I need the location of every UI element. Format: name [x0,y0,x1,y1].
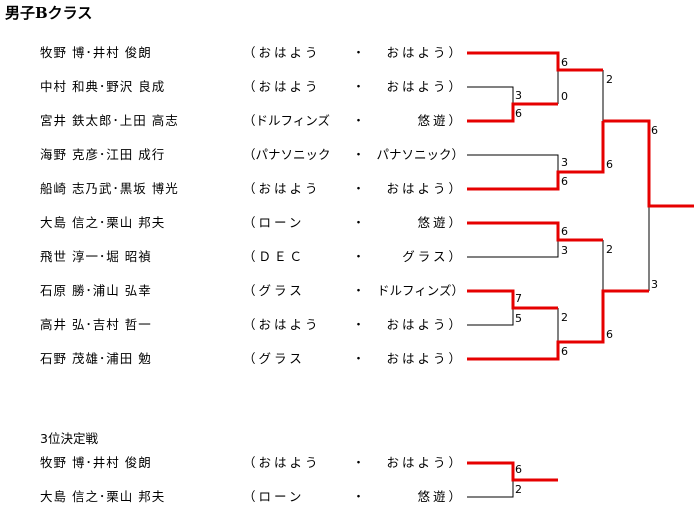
entry-row: 石原 勝･浦山 弘幸 （グラス ・ドルフィンズ） [0,281,470,301]
score: 2 [561,311,568,324]
player-names: 宮井 鉄太郎･上田 高志 [40,113,179,128]
page-title: 男子Bクラス [5,4,93,22]
club-2: 悠遊） [417,113,464,128]
club-2: おはよう） [386,181,464,196]
club-1: （ドルフィンズ [243,113,331,128]
score: 3 [561,156,568,169]
score: 6 [561,345,568,358]
player-names: 大島 信之･栗山 邦夫 [40,489,166,504]
club-1: （グラス [243,351,305,366]
player-names: 中村 和典･野沢 良成 [40,79,166,94]
entry-row: 石野 茂雄･浦田 勉 （グラス ・ おはよう） [0,349,470,369]
club-2: おはよう） [386,455,464,470]
entry-row: 宮井 鉄太郎･上田 高志 （ドルフィンズ ・ 悠遊） [0,111,470,131]
score: 6 [561,175,568,188]
club-1: （おはよう [243,45,321,60]
club-1: （ローン [243,489,305,504]
club-2: 悠遊） [417,489,464,504]
club-separator: ・ [352,283,365,298]
entry-row: 牧野 博･井村 俊朗 （おはよう ・ おはよう） [0,43,470,63]
club-2: グラス） [402,249,464,264]
entry-row: 中村 和典･野沢 良成 （おはよう ・ おはよう） [0,77,470,97]
club-separator: ・ [352,489,365,504]
club-1: （おはよう [243,181,321,196]
final-score: 6 [651,124,658,137]
club-2: おはよう） [386,351,464,366]
club-2: パナソニック） [376,147,464,162]
player-names: 飛世 淳一･堀 昭禎 [40,249,152,264]
club-separator: ・ [352,147,365,162]
club-2: 悠遊） [417,215,464,230]
score: 6 [606,158,613,171]
player-names: 大島 信之･栗山 邦夫 [40,215,166,230]
entry-row: 大島 信之･栗山 邦夫 （ローン ・ 悠遊） [0,213,470,233]
score: 6 [515,107,522,120]
club-2: ドルフィンズ） [376,283,464,298]
club-2: おはよう） [386,45,464,60]
club-1: （おはよう [243,79,321,94]
score: 3 [515,89,522,102]
player-names: 高井 弘･吉村 哲一 [40,317,152,332]
club-separator: ・ [352,45,365,60]
score: 3 [561,244,568,257]
club-separator: ・ [352,351,365,366]
final-score: 3 [651,278,658,291]
score: 6 [561,225,568,238]
entry-row: 大島 信之･栗山 邦夫 （ローン ・ 悠遊） [0,487,470,507]
winner-lines [467,51,694,482]
third-place-label: 3位決定戦 [40,431,98,446]
club-1: （おはよう [243,317,321,332]
player-names: 石野 茂雄･浦田 勉 [40,351,152,366]
score: 0 [561,90,568,103]
player-names: 海野 克彦･江田 成行 [40,147,166,162]
third-place-score: 2 [515,483,522,496]
club-separator: ・ [352,79,365,94]
score: 2 [606,243,613,256]
club-separator: ・ [352,215,365,230]
club-2: おはよう） [386,79,464,94]
score: 6 [606,328,613,341]
club-separator: ・ [352,455,365,470]
club-1: （ローン [243,215,305,230]
club-separator: ・ [352,317,365,332]
entry-row: 海野 克彦･江田 成行 （パナソニック ・パナソニック） [0,145,470,165]
club-1: （おはよう [243,455,321,470]
club-1: （パナソニック [243,147,331,162]
club-1: （グラス [243,283,305,298]
score: 6 [561,56,568,69]
entry-row: 飛世 淳一･堀 昭禎 （ＤＥＣ ・ グラス） [0,247,470,267]
club-1: （ＤＥＣ [243,249,306,264]
club-separator: ・ [352,181,365,196]
club-2: おはよう） [386,317,464,332]
score: 2 [606,73,613,86]
entry-row: 牧野 博･井村 俊朗 （おはよう ・ おはよう） [0,453,470,473]
loser-lines [467,70,650,498]
player-names: 石原 勝･浦山 弘幸 [40,283,152,298]
score: 7 [515,292,522,305]
entry-row: 船崎 志乃武･黒坂 博光 （おはよう ・ おはよう） [0,179,470,199]
player-names: 船崎 志乃武･黒坂 博光 [40,181,179,196]
club-separator: ・ [352,113,365,128]
entry-row: 高井 弘･吉村 哲一 （おはよう ・ おはよう） [0,315,470,335]
third-place-score: 6 [515,463,522,476]
club-separator: ・ [352,249,365,264]
score: 5 [515,312,522,325]
player-names: 牧野 博･井村 俊朗 [40,45,152,60]
player-names: 牧野 博･井村 俊朗 [40,455,152,470]
